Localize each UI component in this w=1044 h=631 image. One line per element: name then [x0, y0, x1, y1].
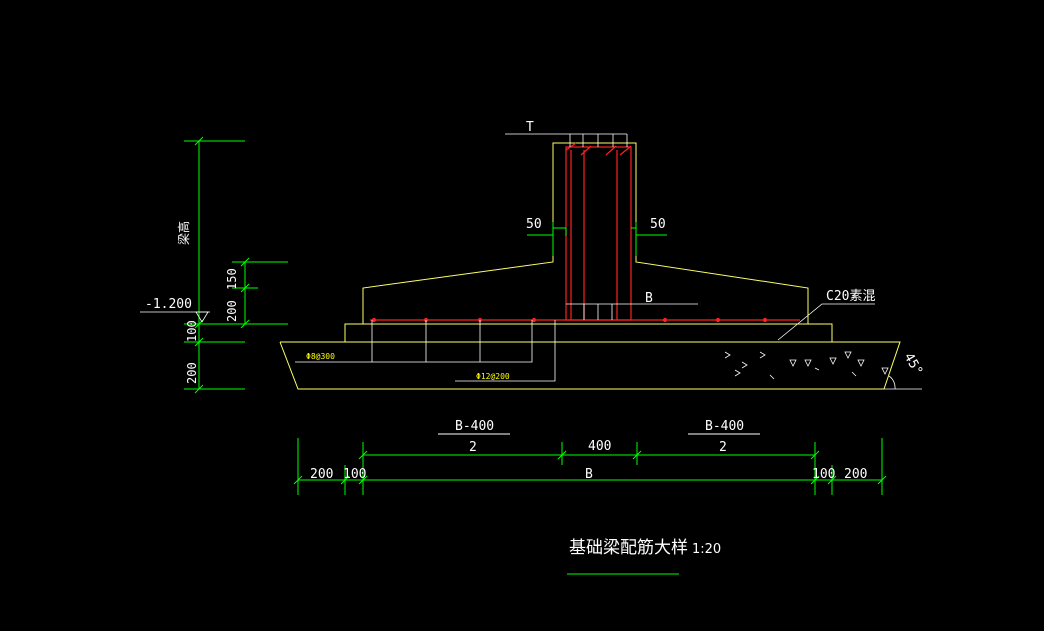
sloped-footing — [362, 142, 809, 324]
label-50-right: 50 — [650, 217, 666, 232]
label-elevation: -1.200 — [145, 297, 192, 312]
top-hook-4 — [580, 145, 592, 156]
label-rebar-main: Φ12@200 — [476, 372, 510, 381]
concrete-hatch — [724, 351, 889, 380]
dim-left-200: 200 — [310, 467, 333, 482]
elevation-symbol — [195, 311, 209, 323]
dim-right-200: 200 — [844, 467, 867, 482]
dim-right-100: 100 — [812, 467, 835, 482]
label-B-top: B — [645, 291, 653, 306]
dim-200-lower: 200 — [185, 362, 199, 384]
dim-center-400: 400 — [588, 439, 611, 454]
top-hook-3 — [605, 145, 617, 156]
dim-200-upper: 200 — [225, 300, 239, 322]
cushion-strip — [344, 323, 833, 342]
top-hook-1 — [565, 142, 577, 151]
dim-right-frac-bottom: 2 — [719, 440, 727, 455]
label-rebar-stirrup: Φ8@300 — [306, 352, 335, 361]
angle-mark — [884, 375, 922, 390]
foundation-outline — [279, 142, 901, 390]
dim-right-frac-top: B-400 — [705, 419, 744, 434]
dim-left-frac-bottom: 2 — [469, 440, 477, 455]
label-angle: 45° — [901, 351, 926, 379]
bottom-slab — [279, 341, 901, 390]
drawing-scale: 1:20 — [692, 542, 721, 557]
dim-center-B: B — [585, 467, 593, 482]
label-50-left: 50 — [526, 217, 542, 232]
dim-left-frac-top: B-400 — [455, 419, 494, 434]
dim-100: 100 — [185, 320, 199, 342]
label-T: T — [526, 120, 534, 135]
rebar-group — [370, 142, 800, 323]
dim-150: 150 — [225, 268, 239, 290]
label-concrete: C20素混 — [826, 289, 875, 304]
drawing-title: 基础梁配筋大样 — [569, 538, 688, 558]
leader-lines — [140, 133, 875, 382]
stirrup-outer — [565, 146, 632, 321]
label-beam-height: 梁高 — [176, 221, 191, 245]
dimension-lines — [184, 136, 887, 575]
top-hook-2 — [619, 145, 632, 156]
dim-left-100: 100 — [343, 467, 366, 482]
